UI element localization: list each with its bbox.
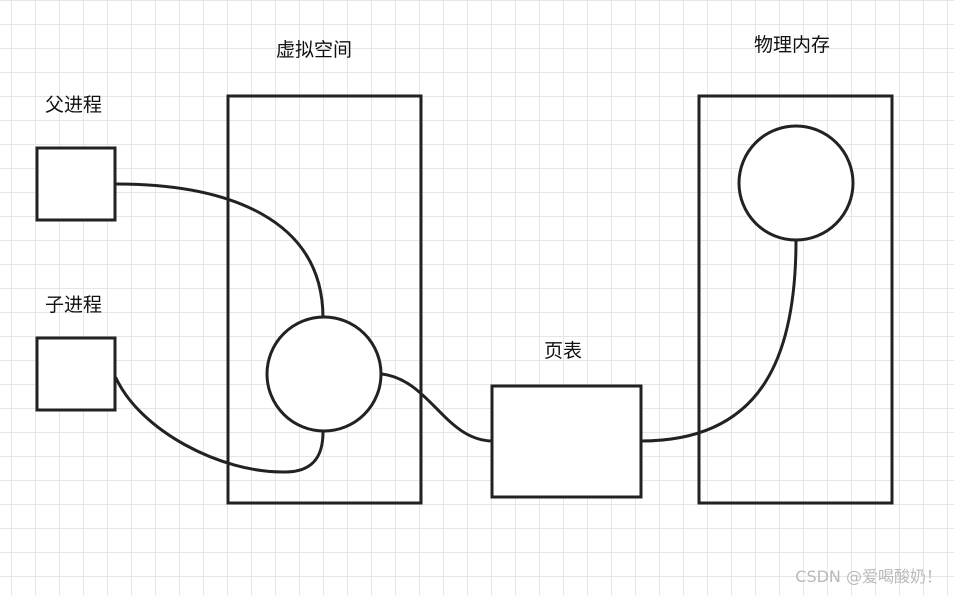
child-process-box (35, 336, 117, 412)
watermark-text: CSDN @爱喝酸奶！ (795, 567, 942, 586)
physical-frame-circle (737, 124, 855, 242)
physical-memory-box (697, 94, 894, 505)
virtual-page-circle (265, 315, 383, 433)
virtual-space-label: 虚拟空间 (276, 39, 353, 61)
parent-process-label: 父进程 (45, 94, 103, 116)
connector-child-to-virtual (114, 376, 325, 474)
page-table-label: 页表 (544, 340, 583, 362)
connector-pagetable-to-physical (639, 238, 798, 443)
parent-process-box (35, 146, 117, 222)
page-table-box (490, 384, 643, 499)
child-process-label: 子进程 (45, 294, 103, 316)
virtual-space-box (226, 94, 423, 505)
physical-memory-label: 物理内存 (754, 34, 831, 56)
connector-parent-to-virtual (114, 182, 325, 320)
connector-virtual-to-pagetable (380, 372, 494, 443)
